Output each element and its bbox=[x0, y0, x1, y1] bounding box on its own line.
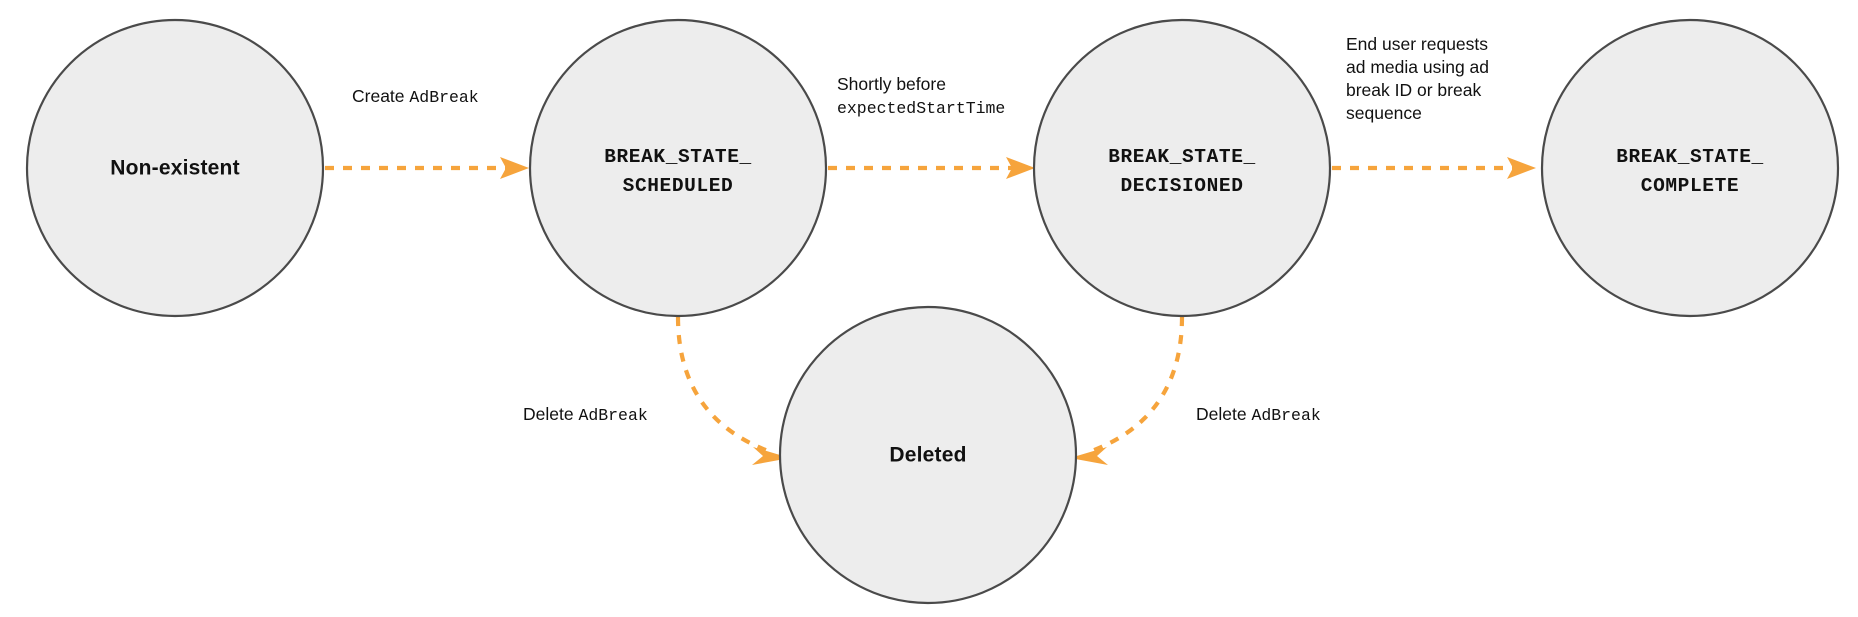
node-break-state-complete[interactable]: BREAK_STATE_ COMPLETE bbox=[1540, 18, 1840, 318]
edge-label-delete-adbreak-from-scheduled: Delete AdBreak bbox=[523, 404, 648, 425]
node-shape bbox=[1540, 18, 1840, 318]
node-label-deleted: Deleted bbox=[889, 444, 966, 467]
node-label-break-state-complete-line1: BREAK_STATE_ bbox=[1616, 146, 1764, 168]
node-break-state-decisioned[interactable]: BREAK_STATE_ DECISIONED bbox=[1032, 18, 1332, 318]
node-label-break-state-complete-line2: COMPLETE bbox=[1641, 175, 1739, 197]
node-group: Non-existent BREAK_STATE_ SCHEDULED BREA… bbox=[25, 18, 1840, 605]
edge-label-delete-adbreak-from-decisioned: Delete AdBreak bbox=[1196, 404, 1321, 425]
node-shape bbox=[528, 18, 828, 318]
node-non-existent[interactable]: Non-existent bbox=[25, 18, 325, 318]
edge-group bbox=[325, 157, 1536, 465]
node-label-break-state-decisioned-line1: BREAK_STATE_ bbox=[1108, 146, 1256, 168]
node-label-break-state-scheduled-line1: BREAK_STATE_ bbox=[604, 146, 752, 168]
edge-delete-adbreak-from-scheduled[interactable] bbox=[675, 316, 790, 465]
node-break-state-scheduled[interactable]: BREAK_STATE_ SCHEDULED bbox=[528, 18, 828, 318]
node-shape bbox=[25, 18, 325, 318]
node-shape bbox=[1032, 18, 1332, 318]
edge-label-create-adbreak: Create AdBreak bbox=[352, 86, 479, 107]
edge-shortly-before-expected-start-time[interactable] bbox=[828, 157, 1035, 179]
node-shape bbox=[778, 305, 1078, 605]
node-label-non-existent: Non-existent bbox=[110, 157, 240, 180]
edge-delete-adbreak-from-decisioned[interactable] bbox=[1070, 316, 1185, 465]
edge-end-user-requests-ad-media[interactable] bbox=[1332, 157, 1536, 179]
node-label-break-state-decisioned-line2: DECISIONED bbox=[1120, 175, 1243, 197]
edge-create-adbreak[interactable] bbox=[325, 157, 529, 179]
node-label-break-state-scheduled-line2: SCHEDULED bbox=[623, 175, 734, 197]
node-deleted[interactable]: Deleted bbox=[778, 305, 1078, 605]
